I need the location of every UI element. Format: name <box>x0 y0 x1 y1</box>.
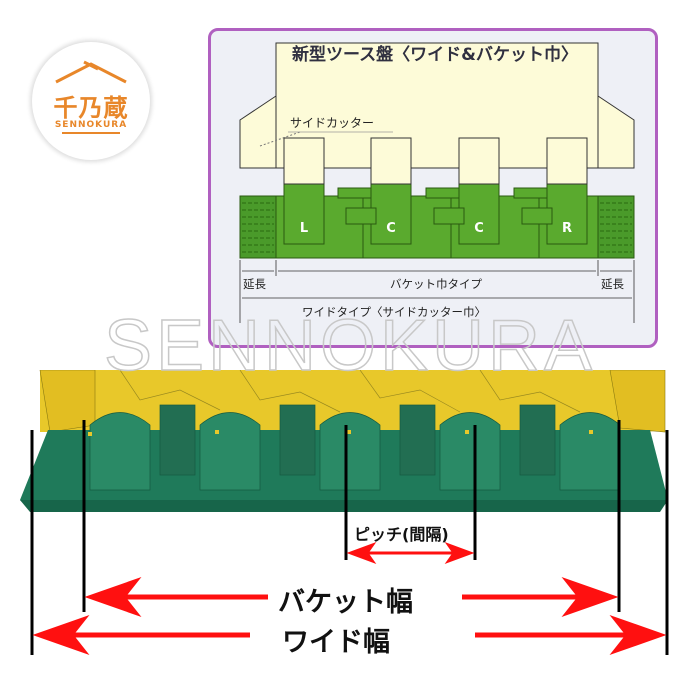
roof-icon <box>55 60 127 84</box>
watermark: SENNOKURA <box>103 305 597 387</box>
logo-underline <box>62 132 120 134</box>
wide-width-label: ワイド幅 <box>282 627 390 658</box>
tooth-label: C <box>474 221 484 236</box>
tooth-label: R <box>562 221 572 236</box>
bucket-width-label: バケット幅 <box>278 587 413 618</box>
logo-kanji: 千乃蔵 <box>53 94 129 122</box>
side-cutter-label: サイドカッター <box>290 116 375 130</box>
tooth-plate-photo <box>20 370 668 512</box>
wide-type-label: ワイドタイプ〈サイドカッター巾〉 <box>302 305 486 319</box>
bucket-type-label: バケット巾タイプ <box>390 277 482 291</box>
tooth-label: C <box>386 221 396 236</box>
tooth-plate-diagram: L C C R <box>239 42 635 323</box>
tooth-label: L <box>300 221 308 236</box>
pitch-label: ピッチ(間隔) <box>354 525 449 544</box>
diagram-title: 新型ツース盤〈ワイド&バケット巾〉 <box>292 45 578 65</box>
left-extension-label: 延長 <box>243 277 266 291</box>
logo-romaji: SENNOKURA <box>54 120 128 130</box>
right-extension-label: 延長 <box>601 277 624 291</box>
sennokura-logo: 千乃蔵 SENNOKURA <box>32 42 150 160</box>
